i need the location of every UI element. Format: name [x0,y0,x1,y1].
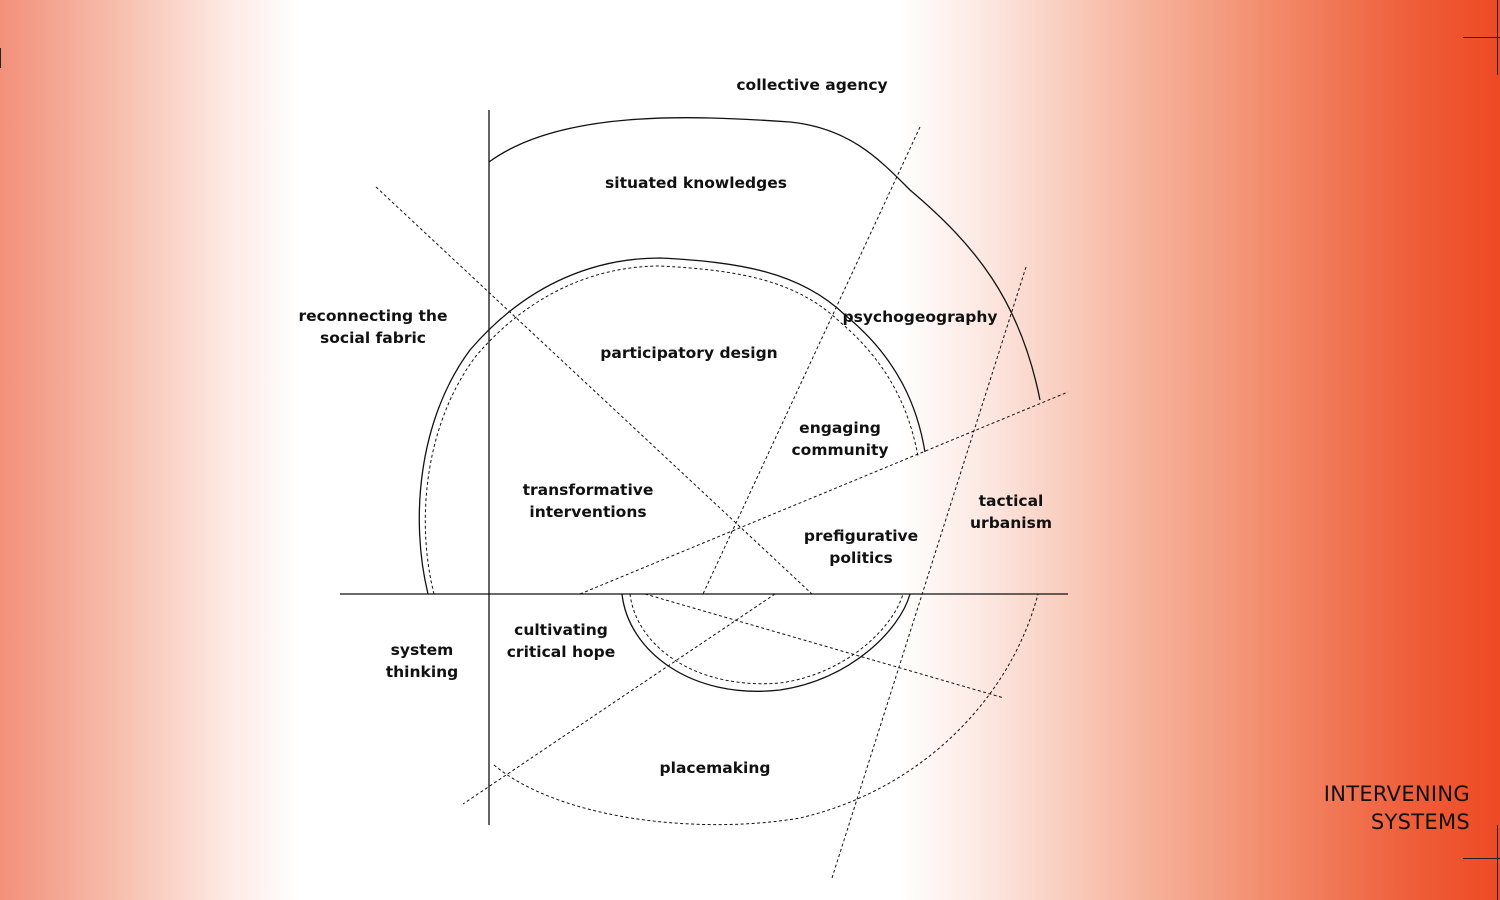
cultivating-line1: cultivating [514,621,608,639]
placemaking-text: placemaking [659,759,771,777]
dashed-line-a [375,186,813,595]
crop-mark-top-left-v [0,48,1,68]
prefigurative-line1: prefigurative [803,527,919,545]
label-cultivating-critical-hope: cultivating critical hope [507,619,616,663]
crop-mark-top-right-v [1497,0,1498,75]
dashed-line-b [702,126,921,595]
placemaking-arc [493,593,1039,826]
lower-lens-dashed [629,593,904,685]
dashed-line-e [462,593,776,805]
label-system-thinking: system thinking [386,639,459,683]
corner-title: INTERVENING SYSTEMS [1324,780,1470,836]
dashed-line-c [579,391,1069,595]
label-engaging-community: engaging community [791,417,888,461]
transformative-line1: transformative [522,481,654,499]
engaging-line1: engaging [799,419,881,437]
system-line2: thinking [385,663,459,681]
psychogeography-text: psychogeography [842,308,998,326]
engaging-line2: community [791,441,889,459]
reconnecting-line1: reconnecting the [298,307,448,325]
tactical-line2: urbanism [970,514,1052,532]
collective-agency-text: collective agency [736,76,888,94]
crop-mark-bottom-right-v [1497,825,1498,900]
label-transformative-interventions: transformative interventions [523,479,654,523]
participatory-design-text: participatory design [600,344,778,362]
tactical-line1: tactical [978,492,1044,510]
participatory-blob-solid [418,257,926,595]
transformative-line2: interventions [529,503,647,521]
label-prefigurative-politics: prefigurative politics [804,525,918,569]
system-line1: system [390,641,454,659]
reconnecting-line2: social fabric [320,329,426,347]
crop-mark-top-right-h [1463,37,1500,38]
prefigurative-line2: politics [829,549,893,567]
cultivating-line2: critical hope [506,643,616,661]
corner-title-line2: SYSTEMS [1370,810,1470,834]
label-participatory-design: participatory design [600,342,777,364]
label-psychogeography: psychogeography [843,306,998,328]
dashed-line-d [831,266,1027,879]
dashed-line-f [644,593,1005,699]
label-placemaking: placemaking [660,757,771,779]
collective-agency-arc [488,117,1041,401]
label-situated-knowledges: situated knowledges [605,172,787,194]
label-collective-agency: collective agency [736,74,887,96]
lower-lens-solid [621,593,911,692]
corner-title-line1: INTERVENING [1323,782,1470,806]
situated-knowledges-text: situated knowledges [605,174,787,192]
crop-mark-bottom-right-h [1463,858,1500,859]
label-tactical-urbanism: tactical urbanism [970,490,1052,534]
label-reconnecting-social-fabric: reconnecting the social fabric [299,305,448,349]
